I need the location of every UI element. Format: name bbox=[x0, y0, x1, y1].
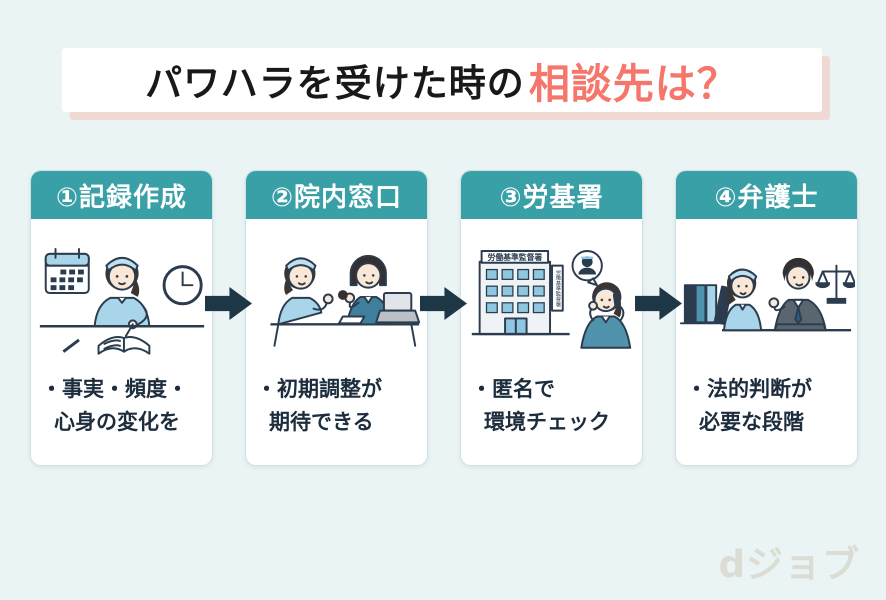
nurse-writing-scene bbox=[39, 248, 204, 355]
nurse-figure bbox=[93, 256, 150, 338]
nurse-figure bbox=[722, 268, 762, 332]
step-text-line2: 環境チェック bbox=[484, 409, 610, 434]
woman-on-phone-figure bbox=[579, 282, 631, 349]
step-card-lawyer: ④弁護士 bbox=[675, 170, 858, 466]
illustration-labor-office: 労働基準監督署 労働基準監督署 bbox=[461, 219, 642, 369]
anonymous-person-icon bbox=[571, 250, 603, 287]
step-text-internal-desk: ・初期調整が 期待できる bbox=[246, 369, 427, 438]
lawyer-scene bbox=[679, 257, 855, 332]
laptop-icon bbox=[374, 292, 420, 324]
nurse-figure bbox=[276, 257, 334, 326]
calendar-icon bbox=[44, 248, 90, 294]
step-text-line1: ・匿名で bbox=[471, 377, 555, 401]
desk-notebook bbox=[39, 325, 204, 355]
svg-text:労働基準監督署: 労働基準監督署 bbox=[554, 268, 561, 308]
step-text-record: ・事実・頻度・ 心身の変化を bbox=[31, 369, 212, 438]
step-text-line1: ・法的判断が bbox=[686, 377, 812, 401]
step-header-lawyer: ④弁護士 bbox=[676, 171, 857, 219]
title-prefix: パワハラを受けた時の bbox=[145, 62, 525, 105]
clock-icon bbox=[162, 265, 203, 306]
illustration-nurse-writing bbox=[31, 219, 212, 369]
title-banner: パワハラを受けた時の 相談先は？ bbox=[62, 48, 822, 112]
illustration-consultation bbox=[246, 219, 427, 369]
d-job-logo: dジョブ bbox=[718, 543, 860, 586]
scales-of-justice-icon bbox=[814, 264, 855, 304]
title-highlight: 相談先は？ bbox=[528, 60, 739, 108]
step-text-line1: ・事実・頻度・ bbox=[41, 377, 188, 401]
step-text-line1: ・初期調整が bbox=[256, 377, 382, 401]
consultation-scene bbox=[270, 254, 420, 347]
law-books-icon bbox=[679, 284, 733, 325]
svg-text:労働基準監督署: 労働基準監督署 bbox=[487, 252, 542, 262]
lawyer-figure bbox=[767, 257, 827, 332]
step-text-line2: 必要な段階 bbox=[699, 409, 804, 434]
step-card-labor-office: ③労基署 労働基準監督署 労働基準監督署 bbox=[460, 170, 643, 466]
office-building-icon: 労働基準監督署 労働基準監督署 bbox=[471, 250, 570, 336]
labor-office-scene: 労働基準監督署 労働基準監督署 bbox=[471, 250, 631, 349]
step-text-labor-office: ・匿名で 環境チェック bbox=[461, 369, 642, 438]
step-header-internal-desk: ②院内窓口 bbox=[246, 171, 427, 219]
table bbox=[270, 323, 419, 347]
step-card-record: ①記録作成 bbox=[30, 170, 213, 466]
step-card-internal-desk: ②院内窓口 bbox=[245, 170, 428, 466]
step-text-line2: 期待できる bbox=[269, 409, 374, 434]
staff-figure bbox=[337, 254, 393, 326]
step-header-labor-office: ③労基署 bbox=[461, 171, 642, 219]
step-text-lawyer: ・法的判断が 必要な段階 bbox=[676, 369, 857, 438]
step-text-line2: 心身の変化を bbox=[54, 409, 180, 434]
illustration-lawyer bbox=[676, 219, 857, 369]
paper-icon bbox=[337, 315, 365, 325]
step-header-record: ①記録作成 bbox=[31, 171, 212, 219]
